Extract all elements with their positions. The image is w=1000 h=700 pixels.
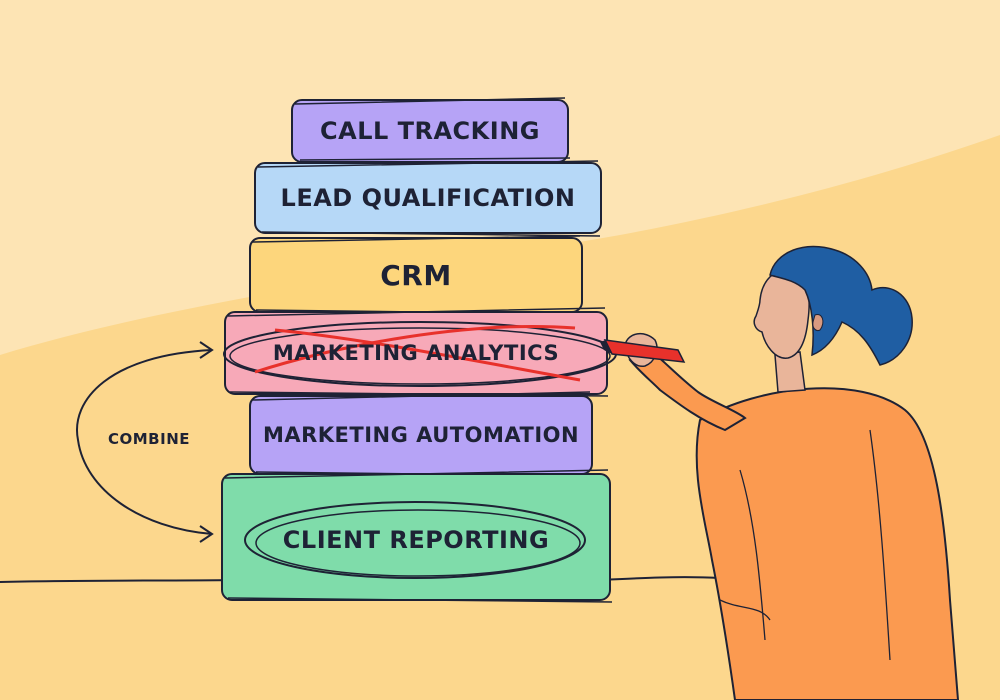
- floor-line: [0, 576, 721, 583]
- arrow-head-top-icon: [199, 341, 214, 359]
- label-marketing-analytics: MARKETING ANALYTICS: [272, 341, 560, 365]
- person-with-marker-icon: [600, 245, 960, 700]
- combine-label: COMBINE: [108, 430, 191, 448]
- label-lead-qualification: LEAD QUALIFICATION: [280, 184, 576, 212]
- block-client-reporting-sketch: [224, 469, 613, 603]
- crossout-line-2: [274, 328, 581, 382]
- jacket: [695, 387, 960, 700]
- combine-arrow: [76, 341, 214, 543]
- label-client-reporting: CLIENT REPORTING: [282, 526, 550, 554]
- block-lead-qualification-sketch: [257, 160, 601, 237]
- analytics-circle-outline-inner: [229, 327, 611, 385]
- crossout-marks: [254, 325, 581, 382]
- label-call-tracking: CALL TRACKING: [320, 117, 540, 145]
- combine-arc: [76, 349, 213, 535]
- ear: [812, 313, 824, 331]
- marker-tip: [600, 340, 612, 354]
- marker-icon: [600, 339, 686, 363]
- crossout-line-1: [254, 325, 576, 374]
- jacket-sketch: [719, 429, 891, 661]
- arrow-head-bottom-icon: [199, 525, 214, 543]
- hair: [769, 245, 913, 366]
- block-call-tracking-sketch: [294, 97, 571, 161]
- block-lead-qualification: [254, 162, 602, 234]
- reporting-circle-outline: [244, 501, 586, 579]
- reporting-circle-outline-inner: [255, 509, 581, 577]
- label-marketing-automation: MARKETING AUTOMATION: [262, 423, 580, 447]
- label-crm: CRM: [380, 258, 452, 292]
